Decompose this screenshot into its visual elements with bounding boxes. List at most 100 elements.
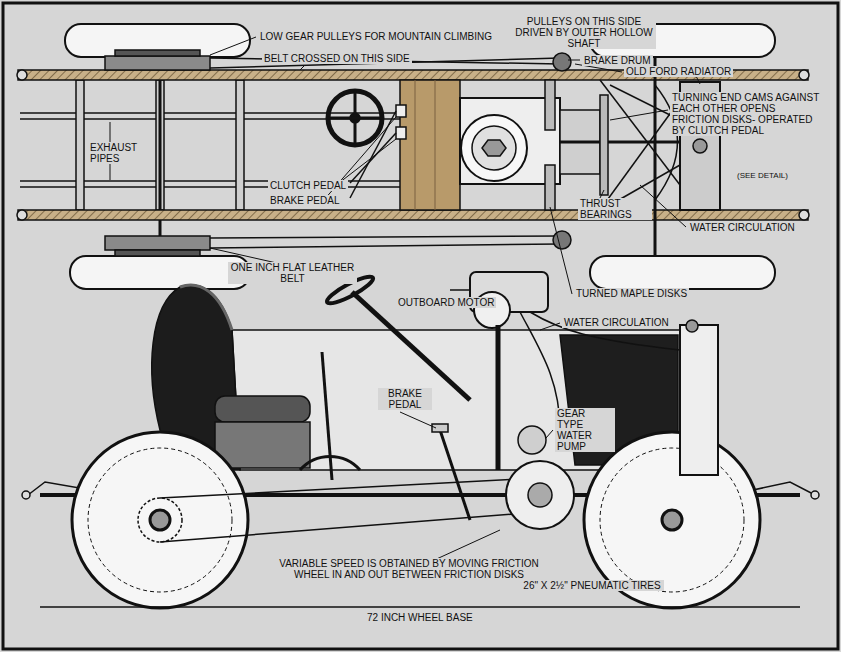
part-label: ONE INCH FLAT LEATHER BELT xyxy=(228,262,357,284)
pulleys xyxy=(105,236,210,250)
braces xyxy=(600,80,680,210)
hand-lever xyxy=(300,352,360,480)
leader-lines xyxy=(568,60,580,61)
leader-lines xyxy=(210,37,256,55)
hand-lever xyxy=(300,456,360,470)
seat xyxy=(215,396,310,468)
engine-top xyxy=(482,140,506,156)
part-label: 26" X 2½" PNEUMATIC TIRES xyxy=(520,580,664,591)
friction-disks-side xyxy=(528,483,552,507)
pedals xyxy=(350,111,396,198)
hand-lever xyxy=(322,352,332,480)
steering-wheel xyxy=(328,91,382,145)
part-label: CLUTCH PEDAL xyxy=(268,180,348,191)
pedals xyxy=(396,127,406,139)
frame-rails xyxy=(799,70,809,80)
part-label: WATER CIRCULATION xyxy=(688,222,797,233)
leader-lines xyxy=(610,110,668,120)
tires-top xyxy=(65,24,250,57)
friction-disks-side xyxy=(506,461,574,529)
side-view xyxy=(432,424,448,432)
part-label: GEAR TYPE WATER PUMP xyxy=(555,408,615,452)
part-label: (SEE DETAIL) xyxy=(735,170,790,181)
cross-members xyxy=(236,80,244,210)
outboard-motor xyxy=(520,312,560,430)
wheels xyxy=(88,448,232,592)
water-pump xyxy=(518,426,546,454)
radiator-side xyxy=(680,320,718,475)
brake-drum xyxy=(553,53,571,71)
side-view xyxy=(22,272,819,608)
part-label: BRAKE DRUM xyxy=(582,55,653,66)
wheels xyxy=(600,448,744,592)
steering-wheel xyxy=(328,91,382,145)
tires-top xyxy=(70,256,250,289)
ground-line xyxy=(40,606,800,608)
radiator-side xyxy=(686,320,698,332)
seat xyxy=(215,396,310,422)
belt-side xyxy=(138,478,540,542)
pulleys xyxy=(105,56,210,70)
leader-lines xyxy=(110,164,111,180)
floorboard xyxy=(400,80,460,210)
friction-disks xyxy=(545,80,555,130)
part-label: TURNED MAPLE DISKS xyxy=(574,288,689,299)
brake-pedal xyxy=(440,430,470,520)
belt-side xyxy=(160,478,540,498)
part-label: OLD FORD RADIATOR xyxy=(624,66,733,77)
wheels xyxy=(72,432,760,608)
cross-members xyxy=(76,80,84,210)
part-label: EXHAUST PIPES xyxy=(88,142,144,164)
belts xyxy=(210,236,560,238)
friction-disks xyxy=(600,95,608,195)
radiator-top xyxy=(693,139,707,153)
belts xyxy=(210,244,560,248)
frame-side xyxy=(811,491,819,499)
leader-lines xyxy=(110,122,111,142)
part-label: OUTBOARD MOTOR xyxy=(396,297,496,308)
part-label: VARIABLE SPEED IS OBTAINED BY MOVING FRI… xyxy=(262,558,556,580)
friction-disks xyxy=(545,80,608,210)
part-label: PULLEYS ON THIS SIDE DRIVEN BY OUTER HOL… xyxy=(512,16,656,49)
outboard-motor xyxy=(530,312,680,350)
body xyxy=(152,285,680,470)
front-axle xyxy=(654,58,657,256)
frame-rails xyxy=(18,210,808,220)
leader-lines xyxy=(335,139,396,186)
leader-lines xyxy=(300,65,305,70)
part-label: BELT CROSSED ON THIS SIDE xyxy=(262,53,412,64)
part-label: TURNING END CAMS AGAINST EACH OTHER OPEN… xyxy=(670,92,824,136)
belt-side xyxy=(138,498,182,542)
leader-lines xyxy=(600,190,604,198)
frame-rails xyxy=(17,210,27,220)
part-label: WATER CIRCULATION xyxy=(562,317,671,328)
steering-column xyxy=(352,292,470,400)
leader-lines xyxy=(400,412,436,428)
engine-top xyxy=(461,115,527,181)
pulleys xyxy=(115,250,200,256)
steering-wheel xyxy=(328,117,382,120)
braces xyxy=(600,100,680,210)
engine-top xyxy=(560,141,680,144)
radiator-side xyxy=(680,325,718,475)
top-view xyxy=(17,24,809,289)
frame-border xyxy=(3,3,838,649)
seat xyxy=(215,422,310,468)
top-view xyxy=(415,80,416,210)
pulleys xyxy=(115,50,200,56)
outboard-motor xyxy=(450,289,470,291)
friction-disks xyxy=(545,165,555,210)
body xyxy=(180,285,232,330)
pedals xyxy=(396,105,406,117)
brake-drum xyxy=(553,231,571,249)
wheels xyxy=(72,432,248,608)
braces xyxy=(600,80,680,185)
tires-top xyxy=(65,24,775,289)
outboard-motor xyxy=(496,325,501,470)
leader-lines xyxy=(550,207,572,294)
part-label: 72 INCH WHEEL BASE xyxy=(365,612,475,623)
part-label: LOW GEAR PULLEYS FOR MOUNTAIN CLIMBING xyxy=(258,31,494,42)
leader-lines xyxy=(540,323,560,330)
leader-lines xyxy=(110,37,700,590)
